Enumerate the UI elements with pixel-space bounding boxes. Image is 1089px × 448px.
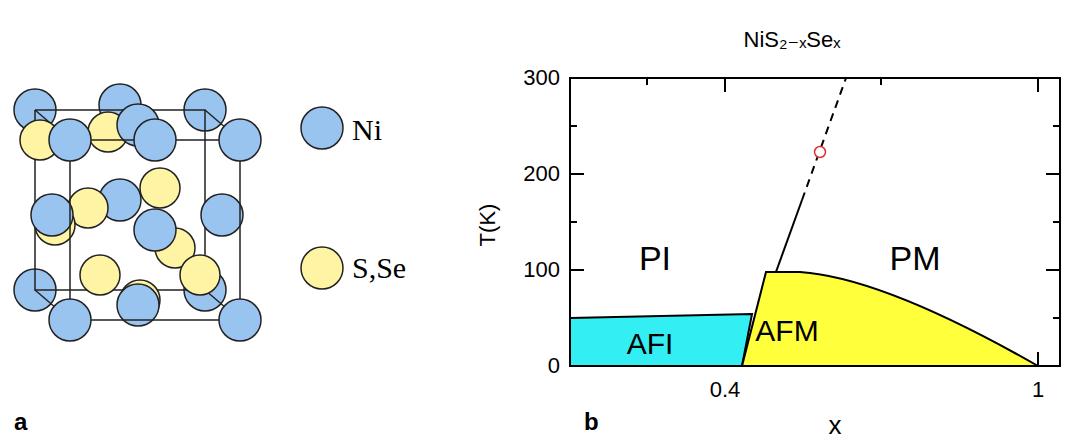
axis-title: x — [829, 412, 842, 438]
tick-label: 0.4 — [710, 379, 741, 401]
data-point — [815, 147, 826, 158]
phase-label: PI — [639, 241, 671, 275]
legend-label: Ni — [352, 115, 382, 145]
region-outline — [742, 272, 1038, 366]
phase-region: AFI — [570, 312, 754, 368]
panel-label: a — [14, 410, 27, 434]
phase-label: PM — [890, 241, 941, 275]
region-label: AFM — [755, 316, 818, 346]
plot-frame — [570, 78, 1060, 366]
tick-label: 1 — [1032, 379, 1044, 401]
region-label: AFI — [627, 329, 674, 359]
panel-label: b — [584, 410, 599, 434]
tick-label: 100 — [523, 259, 560, 281]
tick-label: 300 — [523, 67, 560, 89]
legend-swatch — [301, 247, 343, 289]
legend-swatch-box — [297, 103, 347, 153]
phase-region: AFM — [740, 270, 1040, 368]
chart-title: NiS₂₋ₓSeₓ — [744, 29, 841, 51]
tick-label: 200 — [523, 163, 560, 185]
tick-label: 0 — [548, 355, 560, 377]
axis-title: T(K) — [477, 204, 499, 247]
legend-swatch — [301, 107, 343, 149]
legend-label: S,Se — [352, 253, 406, 283]
region-outline — [570, 314, 752, 366]
legend-swatch-box — [297, 243, 347, 293]
crystal-structure — [14, 84, 261, 341]
